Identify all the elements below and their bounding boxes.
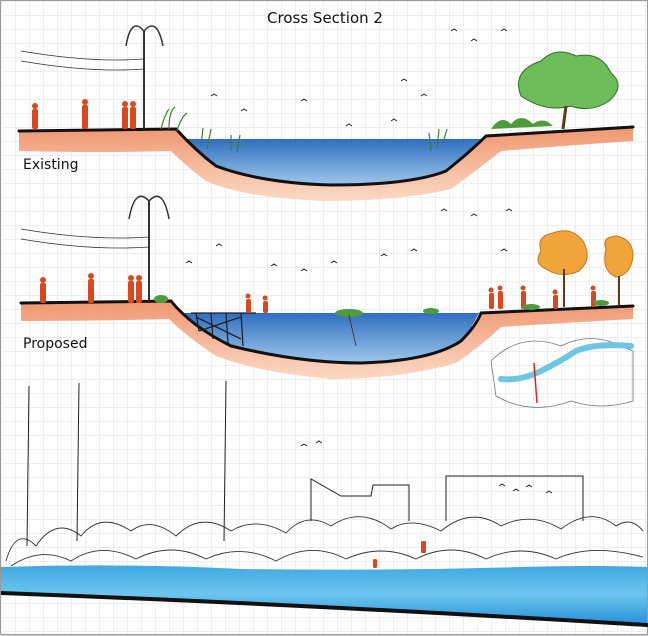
utility-pole-proposed bbox=[20, 195, 170, 301]
island bbox=[335, 309, 363, 347]
reeds-existing bbox=[160, 106, 448, 154]
elevation-riverbed-line bbox=[1, 591, 648, 627]
people-proposed bbox=[40, 273, 596, 313]
birds-proposed bbox=[185, 208, 513, 272]
elevation-river bbox=[1, 565, 647, 623]
existing-water bbox=[186, 139, 481, 185]
elevation-buildings bbox=[310, 475, 584, 521]
drawing-title: Cross Section 2 bbox=[267, 9, 383, 27]
proposed-earth bbox=[21, 301, 633, 379]
birds-existing bbox=[210, 28, 508, 127]
elevation-poles bbox=[26, 380, 227, 547]
existing-earth bbox=[19, 127, 633, 201]
boardwalk-pier bbox=[191, 312, 256, 347]
elevation-figures bbox=[373, 541, 426, 568]
existing-ground-line bbox=[17, 125, 635, 187]
key-map bbox=[490, 338, 634, 408]
existing-section bbox=[17, 25, 635, 201]
people-existing bbox=[32, 99, 136, 129]
proposed-section bbox=[19, 195, 635, 408]
tree-existing bbox=[491, 51, 619, 130]
utility-pole-existing bbox=[20, 25, 164, 129]
proposed-section-label: Proposed bbox=[23, 336, 88, 352]
proposed-ground-line bbox=[19, 299, 635, 365]
birds-elevation bbox=[300, 440, 553, 494]
existing-section-label: Existing bbox=[23, 157, 79, 173]
elevation-vegetation bbox=[5, 516, 644, 567]
elevation-view bbox=[1, 380, 648, 627]
autumn-trees bbox=[537, 230, 634, 307]
shrubs-proposed bbox=[154, 295, 609, 314]
